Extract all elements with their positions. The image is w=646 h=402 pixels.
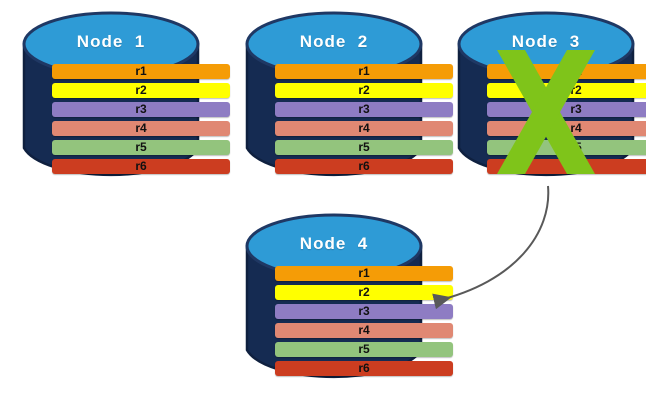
row-bar-r4: r4 [52, 121, 230, 136]
row-bar-r3: r3 [52, 102, 230, 117]
row-bar-r5: r5 [275, 342, 453, 357]
row-bar-r6: r6 [275, 361, 453, 376]
row-bar-r6: r6 [52, 159, 230, 174]
row-bar-r4: r4 [487, 121, 646, 136]
row-bar-r2: r2 [52, 83, 230, 98]
node-1-rows: r1 r2 r3 r4 r5 r6 [22, 64, 260, 174]
row-bar-r1: r1 [275, 266, 453, 281]
row-bar-r2: r2 [275, 285, 453, 300]
row-bar-r3: r3 [487, 102, 646, 117]
row-bar-r2: r2 [275, 83, 453, 98]
row-bar-r3: r3 [275, 304, 453, 319]
row-bar-r1: r1 [487, 64, 646, 79]
row-bar-r1: r1 [52, 64, 230, 79]
node-2-rows: r1 r2 r3 r4 r5 r6 [245, 64, 483, 174]
node-3-rows: r1 r2 r3 r4 r5 r6 [457, 64, 646, 174]
row-bar-r6: r6 [275, 159, 453, 174]
row-bar-r5: r5 [52, 140, 230, 155]
row-bar-r2: r2 [487, 83, 646, 98]
row-bar-r3: r3 [275, 102, 453, 117]
row-bar-r4: r4 [275, 121, 453, 136]
row-bar-r4: r4 [275, 323, 453, 338]
row-bar-r5: r5 [275, 140, 453, 155]
row-bar-r1: r1 [275, 64, 453, 79]
row-bar-r6: r6 [487, 159, 646, 174]
node-4-rows: r1 r2 r3 r4 r5 r6 [245, 266, 483, 376]
row-bar-r5: r5 [487, 140, 646, 155]
